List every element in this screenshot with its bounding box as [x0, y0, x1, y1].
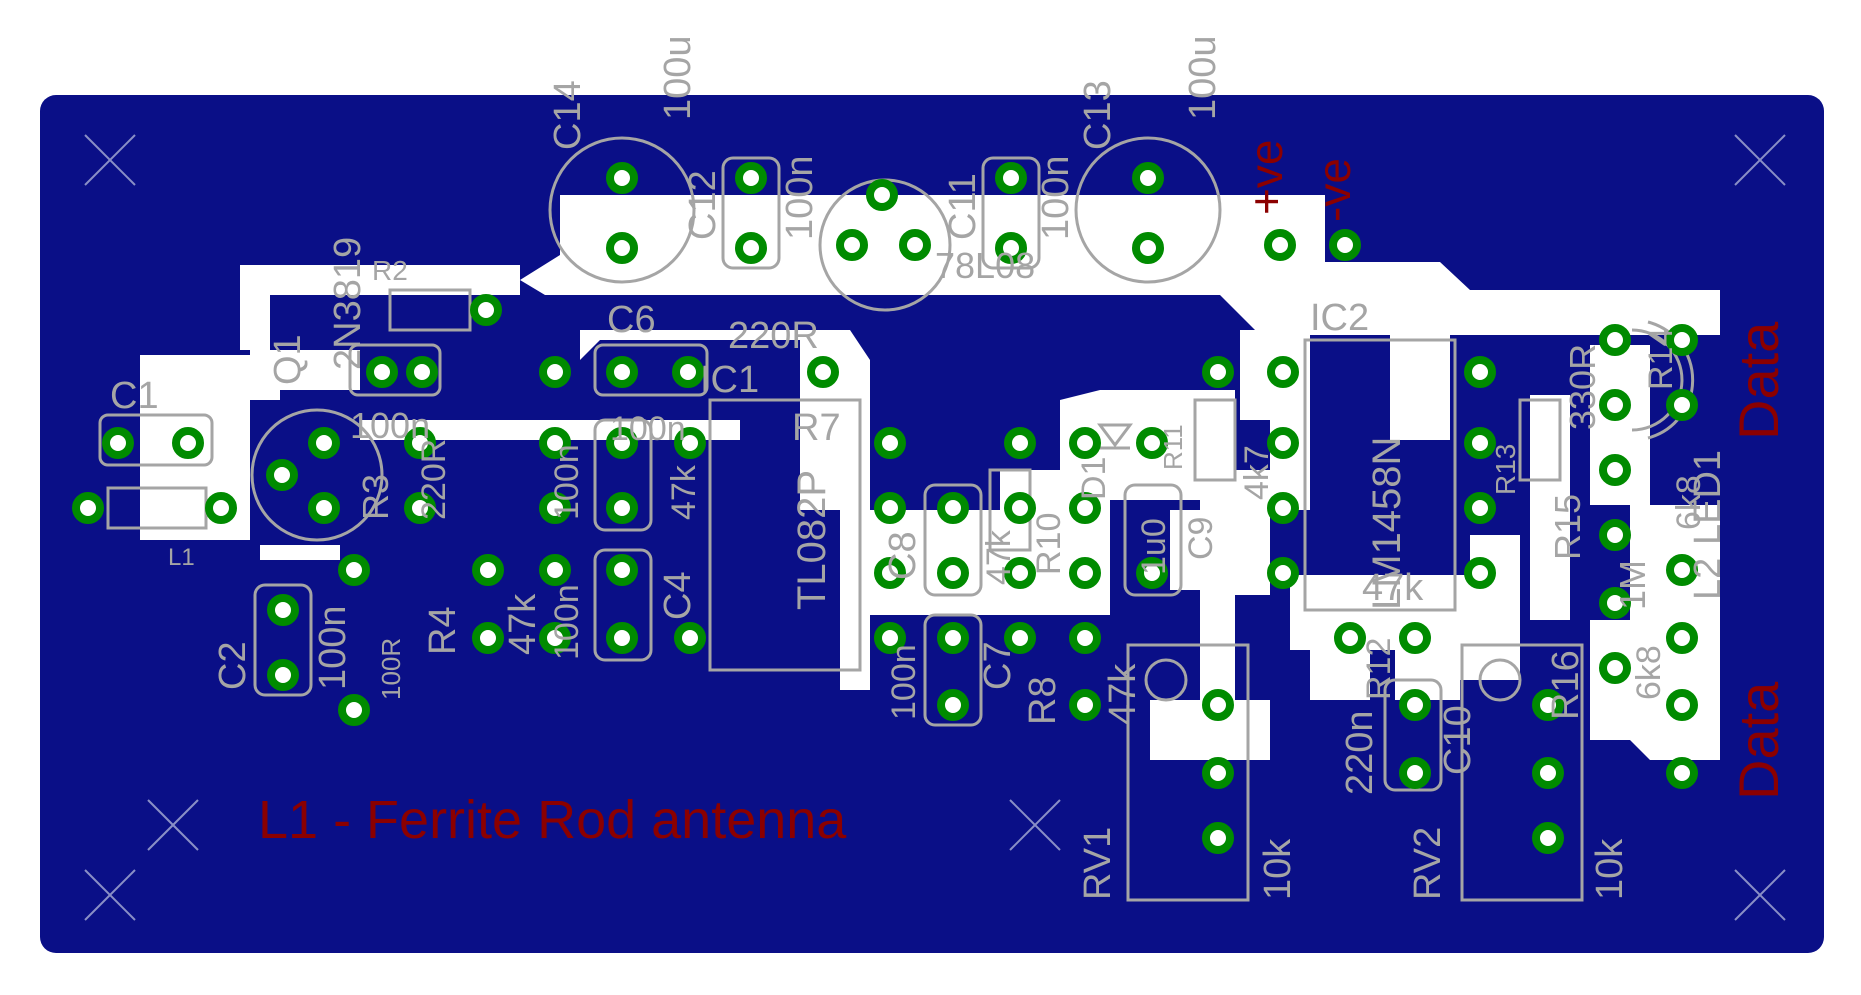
c5-outline — [593, 418, 653, 532]
r2-ref: R2 — [372, 255, 408, 286]
c13-value: 100u — [1182, 35, 1224, 120]
r11-ref: R11 — [1158, 424, 1188, 470]
c6-ref: C6 — [607, 299, 656, 341]
ic2-value: LM1458N — [1365, 437, 1409, 610]
mounting-hole-markers — [84, 134, 1786, 921]
c9-value: 1u0 — [1135, 518, 1173, 575]
rv1-value: 10k — [1257, 838, 1299, 900]
rv2-value: 10k — [1589, 838, 1631, 900]
c9-outline — [1123, 483, 1183, 597]
l2-ref: L2 — [1687, 558, 1729, 600]
ic1-outline — [708, 398, 862, 672]
c11-value: 100n — [1035, 155, 1077, 240]
r12-value: 47k — [1362, 567, 1424, 609]
r8-value: 47k — [1102, 663, 1144, 725]
ic1-value: TL082P — [790, 470, 834, 610]
r15-ref: R15 — [1547, 494, 1588, 560]
c12-outline — [721, 156, 781, 270]
c10-outline — [1383, 678, 1443, 792]
c6-value: 100n — [610, 410, 686, 448]
q1-value: 2N3819 — [327, 237, 369, 370]
rv2-wiper — [1478, 658, 1522, 702]
r1-value: 100R — [376, 638, 406, 700]
plus-ve-label: +ve — [1240, 140, 1292, 215]
r11-value: 4k7 — [1238, 445, 1276, 500]
c7-outline — [923, 613, 983, 727]
c9-ref: C9 — [1182, 517, 1220, 560]
r13-outline — [1518, 398, 1562, 482]
r16-value: 6k8 — [1630, 645, 1668, 700]
led1-outline-2 — [1647, 320, 1695, 440]
c8-value: 100n — [885, 644, 923, 720]
rv2-outline — [1460, 643, 1584, 902]
c14-outline — [548, 136, 696, 284]
r5-value: 220R — [415, 439, 453, 520]
ic2-ref: IC2 — [1310, 297, 1369, 339]
c11-ref: C11 — [942, 173, 984, 240]
c2-ref: C2 — [212, 641, 254, 690]
c1-outline — [98, 413, 214, 467]
c3-outline — [348, 343, 442, 397]
c6-outline — [593, 343, 709, 397]
c7-ref: C7 — [977, 641, 1019, 690]
r7-value: 220R — [728, 315, 819, 357]
ic2-outline — [1303, 338, 1457, 612]
r7-ref: R7 — [792, 407, 841, 449]
c10-ref: C10 — [1437, 705, 1479, 775]
c13-ref: C13 — [1077, 80, 1119, 150]
c2-outline — [253, 583, 313, 697]
ic1-ref: IC1 — [700, 359, 759, 401]
c4-ref: C4 — [657, 571, 699, 620]
c2-value: 100n — [312, 605, 354, 690]
c14-value: 100u — [657, 35, 699, 120]
c8-ref: C8 — [882, 531, 924, 580]
c4-value: 100n — [548, 584, 586, 660]
ic3-value: 78L08 — [935, 245, 1035, 286]
rv1-outline — [1126, 643, 1250, 902]
c8-outline — [923, 483, 983, 597]
antenna-annotation: L1 - Ferrite Rod antenna — [258, 790, 847, 850]
r13-value: 330R — [1562, 344, 1603, 430]
r16-ref: R16 — [1545, 650, 1587, 720]
c12-ref: C12 — [682, 170, 724, 240]
led1-ref: LED1 — [1687, 450, 1729, 545]
minus-ve-label: -ve — [1308, 158, 1360, 222]
c13-outline — [1074, 136, 1222, 284]
led1-outline — [1631, 328, 1684, 432]
r3-ref: R3 — [355, 474, 396, 520]
silkscreen-outlines — [98, 136, 1695, 902]
r4-ref: R4 — [422, 606, 464, 655]
c12-value: 100n — [779, 155, 821, 240]
d1-symbol — [1097, 423, 1133, 450]
l1-ref: L1 — [168, 544, 195, 571]
pads — [72, 162, 1698, 854]
r8-ref: R8 — [1022, 676, 1064, 725]
c10-value: 220n — [1339, 710, 1381, 795]
rv2-ref: RV2 — [1407, 827, 1449, 900]
c1-ref: C1 — [110, 375, 159, 417]
c14-ref: C14 — [547, 80, 589, 150]
c4-outline — [593, 548, 653, 662]
r10-ref: R10 — [1030, 513, 1068, 575]
c3-value: 100n — [350, 405, 430, 446]
r11-outline — [1193, 398, 1237, 482]
r12-ref: R12 — [1360, 638, 1398, 700]
q1-outline — [250, 408, 384, 542]
data-label-top: Data — [1727, 321, 1790, 440]
r6-value: 47k — [665, 464, 703, 520]
c11-outline — [981, 156, 1041, 270]
d1-ref: D1 — [1075, 457, 1113, 500]
data-label-bottom: Data — [1727, 681, 1790, 800]
r13-ref: R13 — [1490, 444, 1521, 495]
r4-value: 47k — [502, 593, 544, 655]
r9-value: 47k — [980, 529, 1018, 585]
r15-value: 6k8 — [1670, 475, 1708, 530]
r14-ref: R14 — [1642, 328, 1680, 390]
r14-value: 1M — [1612, 560, 1653, 610]
rv1-ref: RV1 — [1077, 827, 1119, 900]
q1-ref: Q1 — [267, 334, 309, 385]
rv1-wiper — [1144, 658, 1188, 702]
c5-value: 100n — [548, 444, 586, 520]
